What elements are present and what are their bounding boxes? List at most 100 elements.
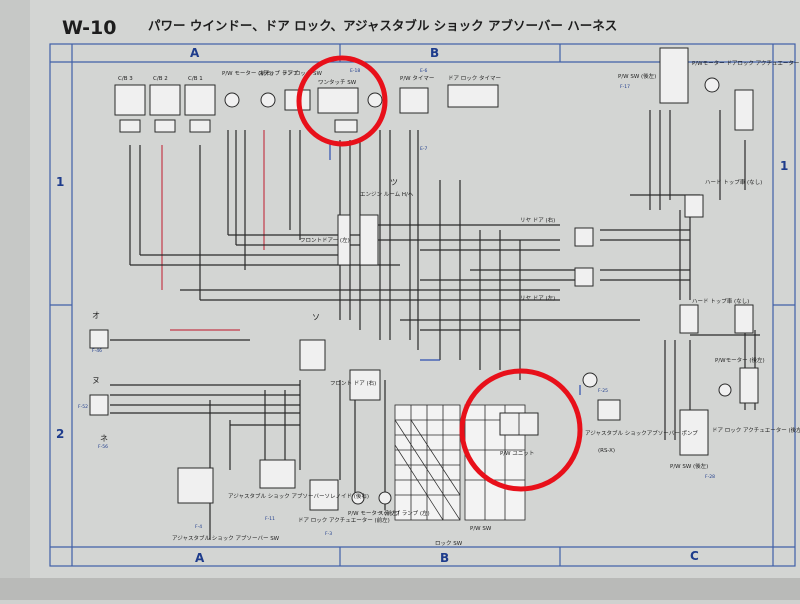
door-lock-actuator-rl-connector [739, 367, 759, 404]
hard-top-connector-2 [679, 304, 699, 334]
annotation-circle-pw-unit [459, 368, 583, 492]
code-e7: E-7 [420, 146, 427, 152]
one-touch-sw-terminal [334, 119, 358, 133]
cb1-terminal [189, 119, 211, 133]
cb3-connector [114, 84, 146, 116]
step-lamp-l-label: ステップ ランプ (左) [378, 509, 430, 517]
pw-sw-label: P/W SW [470, 526, 492, 532]
marker-ne: ネ [100, 434, 108, 443]
door-lock-timer-connector [447, 84, 499, 108]
col-label-a-top: A [190, 46, 200, 60]
circle-markers: オ ソ ツ ヌ ネ [92, 178, 398, 443]
lock-sw-matrix [394, 404, 461, 521]
page-title: パワー ウインドー、ドア ロック、アジャスタブル ショック アブソーバー ハーネ… [148, 18, 617, 33]
pw-motor-door-lock-label: P/Wモーター ドアロック アクチュエーター (後右) [692, 59, 800, 67]
wires-red [161, 130, 265, 331]
step-lamp-symbol [260, 92, 276, 108]
pump-symbols [177, 367, 759, 511]
rear-door-l-connector [574, 267, 594, 287]
pump-connector [597, 399, 621, 421]
marker-tsu: ツ [390, 178, 398, 187]
pw-motor-rl-circle [718, 383, 732, 397]
lock-sw-matrix-diagonals [394, 419, 461, 521]
adj-shock-sw-label: アジャスタブル ショック アブソーバー SW [172, 534, 280, 542]
left-terminal-1 [89, 329, 109, 349]
top-connectors [114, 47, 754, 218]
paper-shadow-bottom [0, 578, 800, 600]
marker-nu: ヌ [92, 376, 100, 385]
middle-connectors [89, 214, 754, 416]
code-f4: F-4 [195, 524, 202, 530]
door-lock-actuator-fl-label: ドア ロック アクチュエーター (前左) [298, 516, 390, 524]
rear-door-l-label: リヤ ドア (左) [520, 294, 555, 302]
step-lamp-label: ステップ ランプ [258, 70, 299, 77]
pump-circle [582, 372, 598, 388]
code-e6: E-6 [420, 68, 427, 74]
code-f17: F-17 [620, 84, 630, 90]
left-terminal-2 [89, 394, 109, 416]
annotation-circle-one-touch-sw [296, 55, 388, 147]
front-door-r-label: フロント ドア (右) [330, 379, 376, 387]
motor-fl-circle [351, 491, 365, 505]
hard-top-none-label: ハード トップ車 (なし) [705, 178, 762, 186]
pw-unit-label: P/W ユニット [500, 450, 534, 457]
pw-sw-rl2-connector [679, 409, 709, 456]
row-label-1-right: 1 [780, 159, 788, 173]
col-label-c-bottom: C [690, 549, 699, 563]
code-f52: F-52 [78, 404, 88, 410]
pw-timer-label: P/W タイマー [400, 74, 434, 82]
step-lamp-l-circle [378, 491, 392, 505]
pw-motor-rr-symbol [704, 77, 720, 93]
front-door-l-connector [299, 339, 326, 371]
pw-motor-rl-label: P/Wモーター (後左) [715, 356, 765, 364]
solenoid-connector [259, 459, 296, 489]
hard-top-connector [684, 194, 704, 218]
code-f56: F-56 [98, 444, 108, 450]
col-label-b-top: B [430, 46, 439, 60]
cb3-label: C/B 3 [118, 76, 133, 82]
connector-code-tags: F-17 F-46 F-52 F-56 E-18 E-6 E-7 F-25 F-… [78, 68, 715, 537]
front-door-r-connector [349, 369, 381, 401]
col-label-b-bottom: B [440, 551, 449, 565]
one-touch-sw-connector [317, 87, 359, 114]
door-lock-sw-label: ドア ロック SW [282, 70, 322, 77]
pw-motor-fr-symbol [224, 92, 240, 108]
pw-sw-rl2-label: P/W SW (後左) [670, 462, 708, 470]
pw-sw-rl-connector [659, 47, 689, 104]
adj-shock-solenoid-label: アジャスタブル ショック アブソーバーソレノイド (後右) [228, 492, 369, 500]
cb2-terminal [154, 119, 176, 133]
code-e18: E-18 [350, 68, 360, 74]
door-lock-actuator-rl-label: ドア ロック アクチュエーター (後左) [712, 426, 800, 434]
pw-timer-symbol [367, 92, 383, 108]
grid-row-labels: 1 2 1 [56, 159, 788, 441]
code-f46: F-46 [92, 348, 102, 354]
page-code: W-10 [62, 17, 116, 39]
marker-so: ソ [312, 313, 320, 322]
adj-shock-pump-label: アジャスタブル ショックアブソーバー ポンプ [585, 429, 698, 437]
marker-o: オ [92, 311, 100, 320]
pw-motor-fl-label: P/W モーター (前左) [348, 509, 399, 517]
code-f25: F-25 [598, 388, 608, 394]
door-lock-actuator-rr-connector [734, 89, 754, 131]
cb3-terminal [119, 119, 141, 133]
cb2-label: C/B 2 [153, 76, 168, 82]
code-f3: F-3 [325, 531, 332, 537]
middle-connector-labels: リヤ ドア (右) リヤ ドア (左) フロントドアー (左) フロント ドア … [300, 216, 749, 387]
lock-sw-label: ロック SW [435, 540, 463, 547]
cb1-connector [184, 84, 216, 116]
rear-door-r-connector [574, 227, 594, 247]
paper-shadow-left [0, 0, 30, 600]
rs-x-label: (RS-X) [598, 448, 615, 454]
adj-sw-connector [177, 467, 214, 504]
one-touch-sw-label: ワンタッチ SW [318, 78, 357, 86]
door-lock-timer-label: ドア ロック タイマー [448, 74, 501, 82]
pw-sw-rl-label: P/W SW (後左) [618, 72, 656, 80]
pw-motor-fr-label: P/W モーター (前右) [222, 69, 273, 77]
wires-vertical [129, 110, 756, 540]
engine-room-label: エンジン ルーム H/へ [360, 191, 414, 198]
front-door-l-label: フロントドアー (左) [300, 236, 350, 244]
row-label-2-left: 2 [56, 427, 64, 441]
code-f28: F-28 [705, 474, 715, 480]
